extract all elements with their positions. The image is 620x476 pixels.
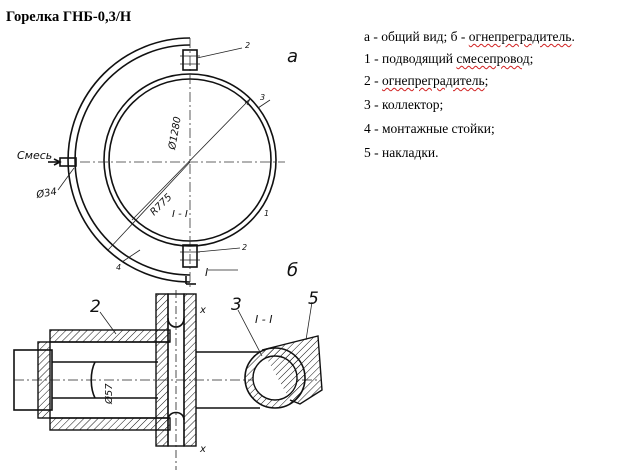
dim-d1280-label: Ø1280 xyxy=(166,116,184,152)
num-4: 4 xyxy=(116,263,121,272)
mark-i: I xyxy=(205,266,208,279)
housing-bottom-wall xyxy=(49,417,171,431)
arrester-top xyxy=(182,49,198,71)
legend-text-underlined: смесепровод xyxy=(456,51,530,66)
legend: а - общий вид; б - огнепреградитель. 1 -… xyxy=(364,26,575,164)
legend-text-underlined: огнепреградитель xyxy=(468,29,572,44)
section-label-top: I - I xyxy=(172,209,188,220)
dim-arrow xyxy=(244,98,251,106)
legend-line-3: 2 - огнепреградитель; xyxy=(364,70,575,92)
inner-pipe xyxy=(52,361,158,399)
legend-text: ; xyxy=(529,51,534,66)
view-a-general: а Смесь Ø34 R775 Ø1280 I - I I 2 3 2 4 1 xyxy=(17,37,298,290)
label-part-5: 5 xyxy=(308,289,319,309)
legend-text: ; xyxy=(484,73,489,88)
legend-text: а - общий вид; б - xyxy=(364,29,469,44)
section-label-right: I - I xyxy=(255,313,272,326)
x-mark-top: x xyxy=(199,305,206,316)
num-3: 3 xyxy=(260,93,265,102)
legend-text-underlined: огнепреградитель xyxy=(382,73,485,88)
legend-text: 2 - xyxy=(364,73,382,88)
mix-arrowhead xyxy=(53,158,62,166)
num-1: 1 xyxy=(264,209,269,218)
num-2-top: 2 xyxy=(245,41,250,50)
legend-text: 1 - подводящий xyxy=(364,51,457,66)
page-title: Горелка ГНБ-0,3/Н xyxy=(6,9,132,25)
arrester-body-left xyxy=(155,293,169,447)
num-2-bottom: 2 xyxy=(242,243,247,252)
mix-label: Смесь xyxy=(17,149,52,162)
view-b-label: б xyxy=(287,260,298,281)
dim-r775-line xyxy=(107,161,191,251)
legend-line-6: 5 - накладки. xyxy=(364,145,439,160)
supply-pipe-outer xyxy=(67,37,191,283)
legend-text: . xyxy=(571,29,575,44)
legend-line-5: 4 - монтажные стойки; xyxy=(364,121,495,136)
label-part-2: 2 xyxy=(90,297,101,317)
legend-line-1: а - общий вид; б - огнепреградитель. xyxy=(364,26,575,48)
view-a-label: а xyxy=(287,46,298,67)
dim-d34-leader xyxy=(57,167,75,191)
legend-line-2: 1 - подводящий смесепровод; xyxy=(364,48,575,70)
arrester-bottom xyxy=(182,244,198,268)
supply-pipe-inner xyxy=(74,44,191,276)
x-mark-bottom: x xyxy=(199,444,206,455)
dim-r775-label: R775 xyxy=(148,192,174,218)
cover-plate xyxy=(261,335,323,405)
dim-d34-label: Ø34 xyxy=(34,186,57,202)
dim-d1280-line xyxy=(131,98,251,221)
housing-top-wall xyxy=(49,329,171,343)
label-part-3: 3 xyxy=(231,295,242,315)
legend-line-4: 3 - коллектор; xyxy=(364,97,444,112)
arrester-body-right xyxy=(183,293,197,447)
dim-d57-label: Ø57 xyxy=(103,383,115,405)
view-b-section: б xyxy=(13,260,323,470)
